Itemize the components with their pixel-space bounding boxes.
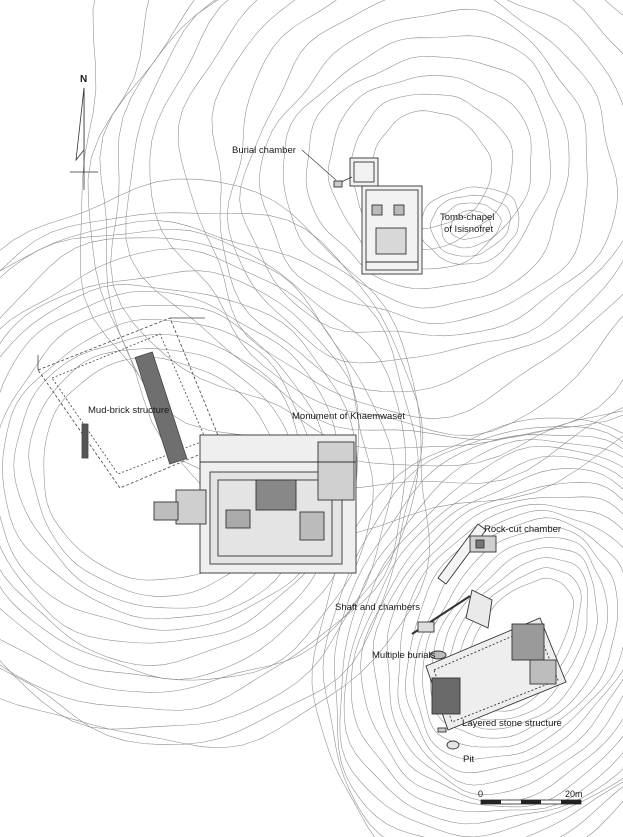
contour-line [334, 434, 623, 837]
contour-line [0, 237, 395, 693]
contour-line [437, 547, 598, 730]
label-rock-cut: Rock-cut chamber [484, 524, 561, 535]
contour-line [239, 0, 618, 337]
contour-line [13, 334, 301, 609]
contour-line [343, 445, 623, 825]
contour-line [339, 439, 623, 837]
contour-line [405, 510, 623, 774]
mud-brick-structure [37, 317, 223, 489]
khaemwaset-monument [153, 434, 357, 574]
contour-line [283, 35, 570, 309]
label-shaft: Shaft and chambers [335, 602, 420, 613]
contour-line [211, 0, 623, 393]
contour-line [386, 496, 623, 796]
label-layered-stone: Layered stone structure [462, 718, 562, 729]
scale-end-label: 20m [565, 789, 583, 799]
contour-line [305, 56, 551, 290]
contour-line [125, 0, 623, 440]
contour-line [397, 503, 623, 786]
contour-line [28, 348, 294, 597]
contour-line [350, 93, 513, 250]
contour-line [422, 526, 618, 748]
contour-line [259, 8, 588, 325]
contour-line [322, 426, 623, 837]
contour-line [99, 0, 623, 467]
contour-line [430, 537, 609, 739]
label-multiple-burials: Multiple burials [372, 650, 436, 661]
contour-line [110, 0, 623, 449]
contour-line [226, 0, 623, 364]
rock-cut-chamber [437, 523, 497, 585]
contour-line [413, 517, 623, 760]
contour-line [0, 228, 407, 711]
contour-line [0, 284, 358, 666]
contour-line [177, 0, 623, 420]
tomb-chapel-structure [333, 157, 423, 275]
contour-line [2, 319, 314, 620]
contour-line [360, 468, 623, 808]
contour-line [149, 0, 623, 436]
contour-line [43, 356, 283, 581]
north-label: N [80, 74, 87, 85]
contour-line [0, 305, 327, 631]
label-monument: Monument of Khaemwaset [292, 411, 405, 422]
contour-line [0, 220, 419, 730]
label-pit: Pit [463, 754, 474, 765]
label-burial-chamber: Burial chamber [232, 145, 296, 156]
label-tomb-chapel: Tomb-chapel of Isisnofret [440, 212, 497, 235]
scale-start-label: 0 [478, 789, 483, 799]
contour-line [430, 194, 511, 257]
pit [437, 727, 460, 750]
contour-line [0, 270, 359, 680]
contour-line [80, 0, 623, 538]
shaft-structure [411, 589, 493, 660]
contour-line [0, 212, 424, 745]
label-mud-brick: Mud-brick structure [88, 405, 169, 416]
north-arrow-icon [70, 87, 98, 190]
contour-line [449, 209, 491, 240]
contour-line [0, 290, 346, 644]
contour-line [440, 202, 502, 249]
contour-line [87, 0, 623, 490]
layered-stone-structure [425, 617, 567, 731]
scale-bar [480, 799, 582, 805]
contour-line [350, 455, 623, 813]
contour-line [0, 178, 430, 749]
contour-line [327, 75, 532, 270]
